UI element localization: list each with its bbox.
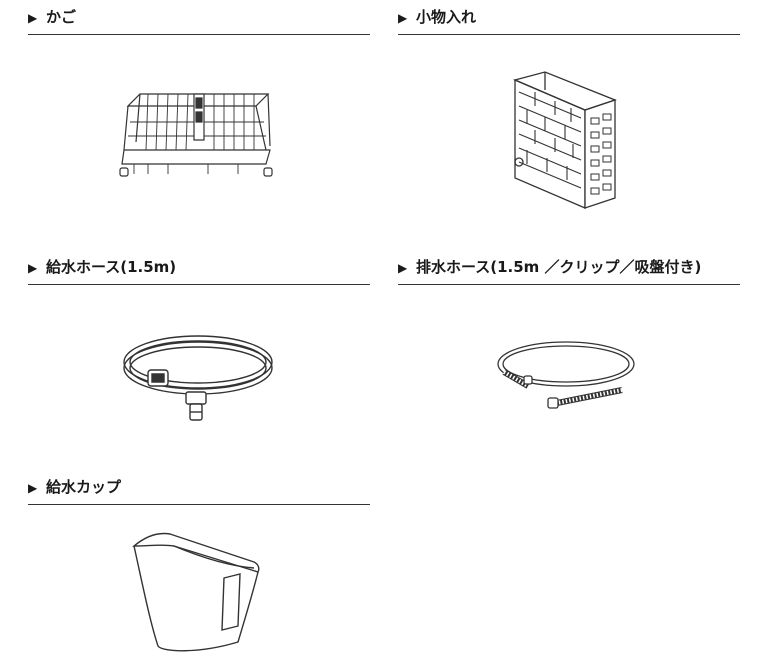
water-cup-illustration xyxy=(128,522,268,656)
drain-hose-illustration xyxy=(492,334,642,414)
item-label: かご xyxy=(46,8,77,26)
item-heading: ▶ 排水ホース(1.5m ／クリップ／吸盤付き) xyxy=(398,256,740,285)
water-supply-hose-illustration xyxy=(118,318,278,426)
item-water-cup: ▶ 給水カップ xyxy=(28,476,370,505)
bullet-triangle-icon: ▶ xyxy=(398,261,408,275)
item-label: 給水カップ xyxy=(46,478,122,496)
item-label: 小物入れ xyxy=(416,8,477,26)
item-drain-hose: ▶ 排水ホース(1.5m ／クリップ／吸盤付き) xyxy=(398,256,740,285)
item-heading: ▶ かご xyxy=(28,6,370,35)
item-label: 排水ホース(1.5m ／クリップ／吸盤付き) xyxy=(416,258,702,276)
basket-illustration xyxy=(118,86,278,186)
item-heading: ▶ 給水カップ xyxy=(28,476,370,505)
item-water-supply-hose: ▶ 給水ホース(1.5m) xyxy=(28,256,370,285)
item-heading: ▶ 小物入れ xyxy=(398,6,740,35)
bullet-triangle-icon: ▶ xyxy=(398,11,408,25)
item-heading: ▶ 給水ホース(1.5m) xyxy=(28,256,370,285)
item-label: 給水ホース(1.5m) xyxy=(46,258,177,276)
small-items-basket-illustration xyxy=(505,70,625,212)
item-basket: ▶ かご xyxy=(28,6,370,35)
bullet-triangle-icon: ▶ xyxy=(28,481,38,495)
item-small-items-basket: ▶ 小物入れ xyxy=(398,6,740,35)
bullet-triangle-icon: ▶ xyxy=(28,11,38,25)
bullet-triangle-icon: ▶ xyxy=(28,261,38,275)
